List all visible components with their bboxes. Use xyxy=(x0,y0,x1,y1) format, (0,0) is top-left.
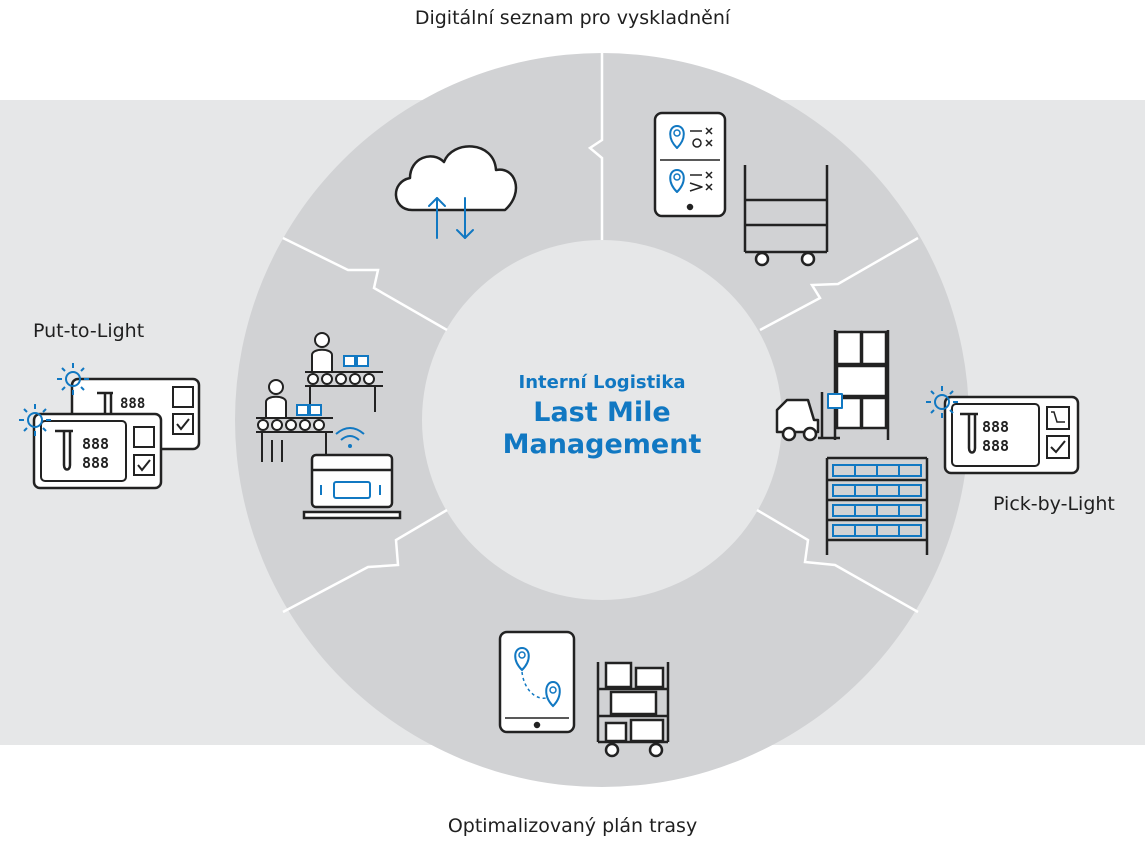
svg-text:888: 888 xyxy=(982,418,1009,436)
label-route-plan: Optimalizovaný plán trasy xyxy=(447,815,698,837)
packing-workers-icon xyxy=(256,332,383,462)
svg-text:888: 888 xyxy=(120,396,145,412)
label-put-to-light: Put-to-Light xyxy=(33,320,145,342)
tablet-route-icon xyxy=(498,630,576,734)
separator-upper-right xyxy=(759,236,919,332)
svg-text:888: 888 xyxy=(82,454,109,472)
center-disc xyxy=(422,240,782,600)
center-title-line-1: Last Mile xyxy=(533,397,671,428)
route-cart-icon xyxy=(596,661,670,758)
label-pick-by-light: Pick-by-Light xyxy=(993,493,1115,515)
separator-lower-left xyxy=(282,508,448,614)
svg-text:888: 888 xyxy=(982,437,1009,455)
cart-icon xyxy=(743,165,829,267)
center-title: Interní Logistika Last Mile Management xyxy=(452,372,752,461)
center-subtitle: Interní Logistika xyxy=(518,372,686,393)
separator-top xyxy=(587,53,604,240)
shelf-icon xyxy=(833,330,890,440)
cloud-sync-icon xyxy=(394,145,518,239)
pick-light-display-icon: 888 888 xyxy=(926,386,1080,475)
wifi-scale-icon xyxy=(302,427,402,520)
label-digital-picklist: Digitální seznam pro vyskladnění xyxy=(414,7,731,29)
segment-separators xyxy=(282,53,919,614)
tablet-picklist-icon xyxy=(653,111,727,218)
put-light-display-icon: 888 888 888 xyxy=(19,363,201,490)
forklift-icon xyxy=(775,392,843,442)
separator-lower-right xyxy=(756,508,919,614)
separator-upper-left xyxy=(282,236,448,332)
bin-rack-icon xyxy=(825,456,929,555)
center-title-line-2: Management xyxy=(502,429,702,460)
svg-text:888: 888 xyxy=(82,435,109,453)
